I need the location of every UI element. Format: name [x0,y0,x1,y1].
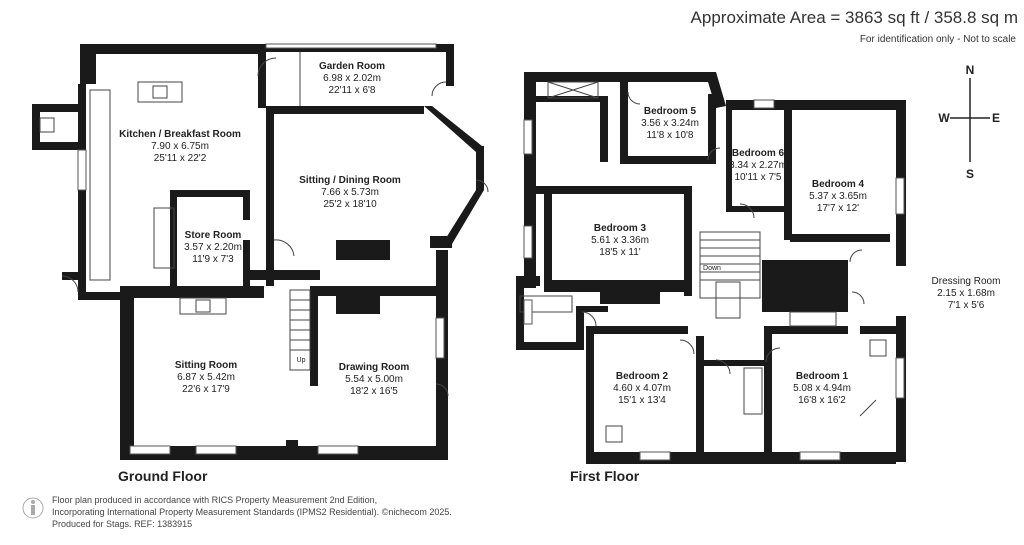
compass-east: E [992,111,1000,125]
room-sitting-dining: Sitting / Dining Room 7.66 x 5.73m 25'2 … [299,175,401,210]
room-imperial: 11'8 x 10'8 [646,130,693,141]
room-metric: 3.57 x 2.20m [184,242,242,253]
first-floor-fixtures [519,81,887,443]
person-icon [22,497,44,519]
room-name: Kitchen / Breakfast Room [119,129,241,140]
room-bedroom-5: Bedroom 5 3.56 x 3.24m 11'8 x 10'8 [641,106,699,141]
floor-label-first: First Floor [570,468,640,484]
room-imperial: 7'1 x 5'6 [948,300,985,311]
room-name: Bedroom 2 [616,371,669,382]
room-name: Bedroom 5 [644,106,697,117]
ground-floor-windows [77,43,445,455]
compass-south: S [966,167,974,181]
room-imperial: 22'11 x 6'8 [328,85,375,96]
footer-line-2: Incorporating International Property Mea… [52,506,512,518]
room-metric: 7.66 x 5.73m [321,187,379,198]
room-bedroom-3: Bedroom 3 5.61 x 3.36m 18'5 x 11' [591,223,649,258]
room-imperial: 25'2 x 18'10 [323,199,377,210]
room-bedroom-1: Bedroom 1 5.08 x 4.94m 16'8 x 16'2 [793,371,851,406]
footer-produced-for: Produced for Stags. [52,519,132,529]
room-metric: 3.56 x 3.24m [641,118,699,129]
ground-floor-walls [32,44,484,460]
room-name: Bedroom 3 [594,223,647,234]
footer-line-2-text: Incorporating International Property Mea… [52,507,380,517]
room-name: Bedroom 1 [796,371,849,382]
floor-label-ground: Ground Floor [118,468,208,484]
stairs-down-label: Down [703,265,721,272]
compass-north: N [966,63,975,77]
footer-disclaimer: Floor plan produced in accordance with R… [52,494,512,530]
room-sitting: Sitting Room 6.87 x 5.42m 22'6 x 17'9 [175,360,237,395]
room-name: Bedroom 4 [812,179,865,190]
room-metric: 5.54 x 5.00m [345,374,403,385]
room-name: Garden Room [319,61,385,72]
footer-ref: REF: 1383915 [134,519,193,529]
room-garden-room: Garden Room 6.98 x 2.02m 22'11 x 6'8 [319,61,385,96]
room-dressing: Dressing Room 2.15 x 1.68m 7'1 x 5'6 [932,276,1001,311]
room-bedroom-6: Bedroom 6 3.34 x 2.27m 10'11 x 7'5 [729,148,787,183]
room-bedroom-2: Bedroom 2 4.60 x 4.07m 15'1 x 13'4 [613,371,671,406]
footer-line-1: Floor plan produced in accordance with R… [52,495,378,505]
ground-floor-fixtures [39,52,489,397]
room-imperial: 11'9 x 7'3 [192,254,234,265]
room-kitchen: Kitchen / Breakfast Room 7.90 x 6.75m 25… [119,129,241,164]
room-name: Store Room [185,230,242,241]
room-imperial: 15'1 x 13'4 [618,395,666,406]
room-imperial: 22'6 x 17'9 [182,384,230,395]
room-metric: 7.90 x 6.75m [151,141,209,152]
room-metric: 6.87 x 5.42m [177,372,235,383]
room-name: Sitting Room [175,360,237,371]
room-name: Bedroom 6 [732,148,785,159]
room-metric: 2.15 x 1.68m [937,288,995,299]
approximate-area: Approximate Area = 3863 sq ft / 358.8 sq… [690,8,1018,27]
room-imperial: 16'8 x 16'2 [798,395,846,406]
room-imperial: 18'2 x 16'5 [350,386,398,397]
room-bedroom-4: Bedroom 4 5.37 x 3.65m 17'7 x 12' [809,179,867,214]
room-name: Sitting / Dining Room [299,175,401,186]
identification-note: For identification only - Not to scale [859,34,1016,45]
room-metric: 5.37 x 3.65m [809,191,867,202]
room-imperial: 10'11 x 7'5 [734,172,781,183]
room-store: Store Room 3.57 x 2.20m 11'9 x 7'3 [184,230,242,265]
room-metric: 5.61 x 3.36m [591,235,649,246]
room-name: Dressing Room [932,276,1001,287]
compass-rose [950,78,990,162]
room-metric: 3.34 x 2.27m [729,160,787,171]
room-metric: 4.60 x 4.07m [613,383,671,394]
room-name: Drawing Room [339,362,410,373]
room-metric: 6.98 x 2.02m [323,73,381,84]
footer-copyright: ©nichecom 2025. [381,507,452,517]
room-imperial: 17'7 x 12' [817,203,859,214]
compass-west: W [938,111,950,125]
room-imperial: 18'5 x 11' [599,247,641,258]
first-floor-windows [523,99,905,461]
room-imperial: 25'11 x 22'2 [154,153,207,164]
room-metric: 5.08 x 4.94m [793,383,851,394]
stairs-up-label: Up [297,357,306,364]
footer-line-3: Produced for Stags. REF: 1383915 [52,518,512,530]
room-drawing: Drawing Room 5.54 x 5.00m 18'2 x 16'5 [339,362,410,397]
